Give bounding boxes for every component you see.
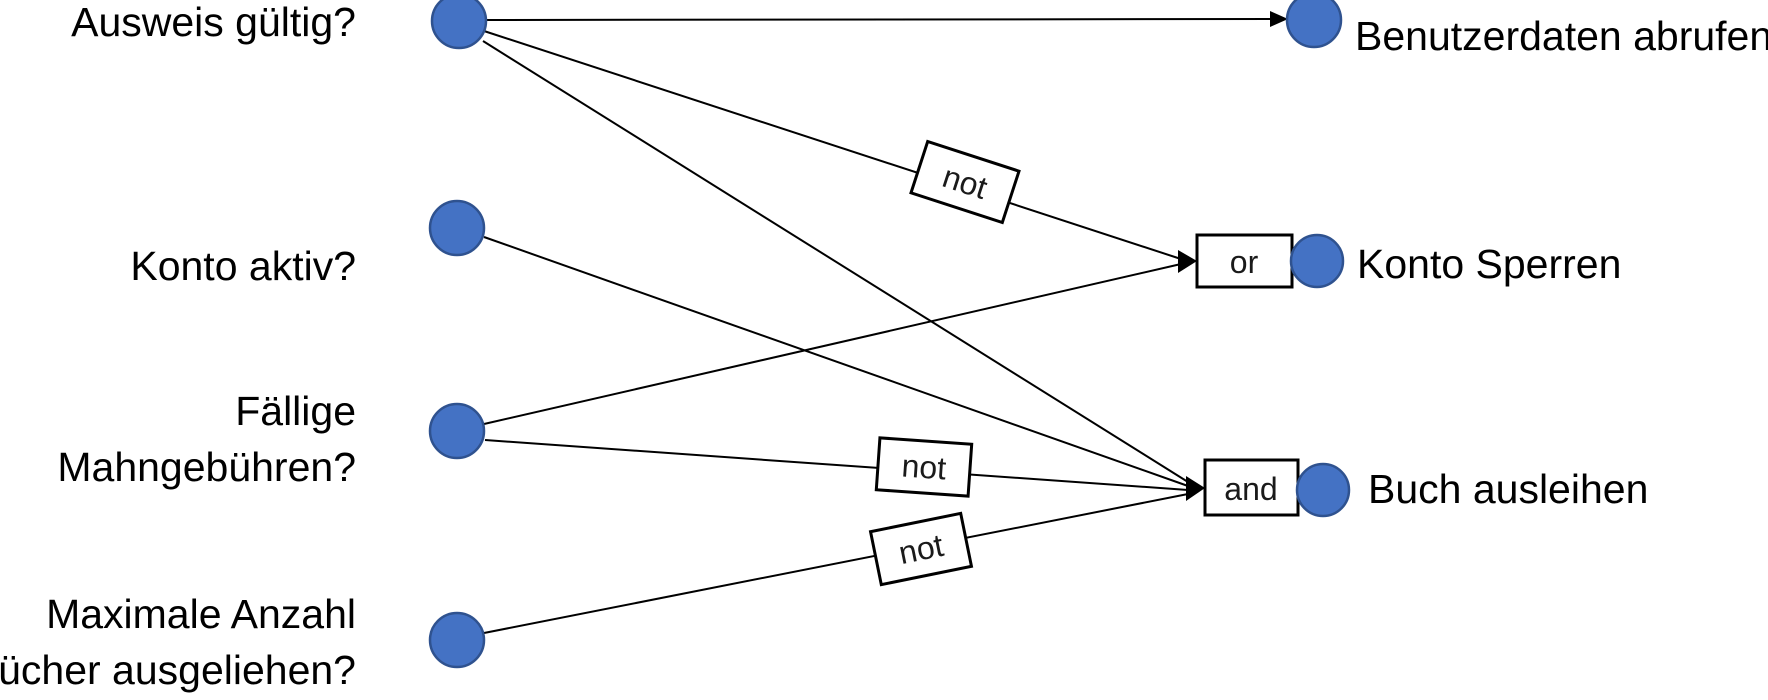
output-label-konto-sperren: Konto Sperren	[1357, 241, 1622, 287]
input-node-maximale-anzahl	[428, 611, 486, 669]
nodes	[428, 0, 1351, 669]
input-node-konto-aktiv	[428, 199, 486, 257]
edge-ausweis-not-or	[483, 30, 1182, 260]
output-node-konto-sperren	[1289, 233, 1345, 289]
edge-mahngebuehren-or	[483, 263, 1182, 425]
edge-mahngebuehren-not-and	[484, 439, 1189, 491]
edge-ausweis-benutzerdaten	[485, 18, 1273, 21]
output-node-buch-ausleihen	[1295, 462, 1351, 518]
or-gate-label: or	[1230, 244, 1259, 280]
edge-maxbuecher-not-and	[483, 493, 1189, 634]
output-label-benutzerdaten-abrufen: Benutzerdaten abrufen	[1355, 13, 1768, 59]
arrowheads	[1178, 11, 1288, 501]
not-gate-box-3	[868, 511, 974, 587]
input-label-konto-aktiv: Konto aktiv?	[0, 238, 356, 294]
input-label-line: Bücher ausgeliehen?	[0, 647, 356, 693]
input-label-ausweis-gueltig: Ausweis gültig?	[0, 0, 356, 50]
output-label-buch-ausleihen: Buch ausleihen	[1368, 466, 1649, 512]
input-label-maximale-anzahl: Maximale Anzahl Bücher ausgeliehen?	[0, 586, 356, 698]
edge-lines	[482, 18, 1273, 634]
not-gate-label-3: not	[896, 527, 947, 571]
not-gate-label-2: not	[901, 447, 948, 486]
input-label-line: Fällige	[235, 388, 356, 434]
input-label-line: Konto aktiv?	[130, 243, 356, 289]
input-label-faellige-mahngebuehren: Fällige Mahngebühren?	[0, 383, 356, 495]
not-gate-box-1	[909, 139, 1021, 225]
output-node-benutzerdaten-abrufen	[1285, 0, 1343, 49]
edge-kontoaktiv-and	[483, 236, 1189, 487]
arrowhead-and	[1186, 476, 1205, 501]
input-label-line: Ausweis gültig?	[71, 0, 356, 45]
input-label-line: Maximale Anzahl	[46, 591, 356, 637]
and-gate-label: and	[1224, 471, 1277, 507]
or-gate-box	[1195, 233, 1294, 289]
input-node-faellige-mahngebuehren	[428, 402, 486, 460]
input-label-line: Mahngebühren?	[57, 444, 356, 490]
arrowhead-or	[1178, 250, 1197, 273]
arrowhead-benutzerdaten	[1270, 11, 1288, 27]
not-gate-box-2	[874, 436, 974, 498]
edge-ausweis-and	[482, 40, 1189, 483]
gate-boxes	[868, 139, 1300, 587]
input-node-ausweis-gueltig	[430, 0, 488, 50]
